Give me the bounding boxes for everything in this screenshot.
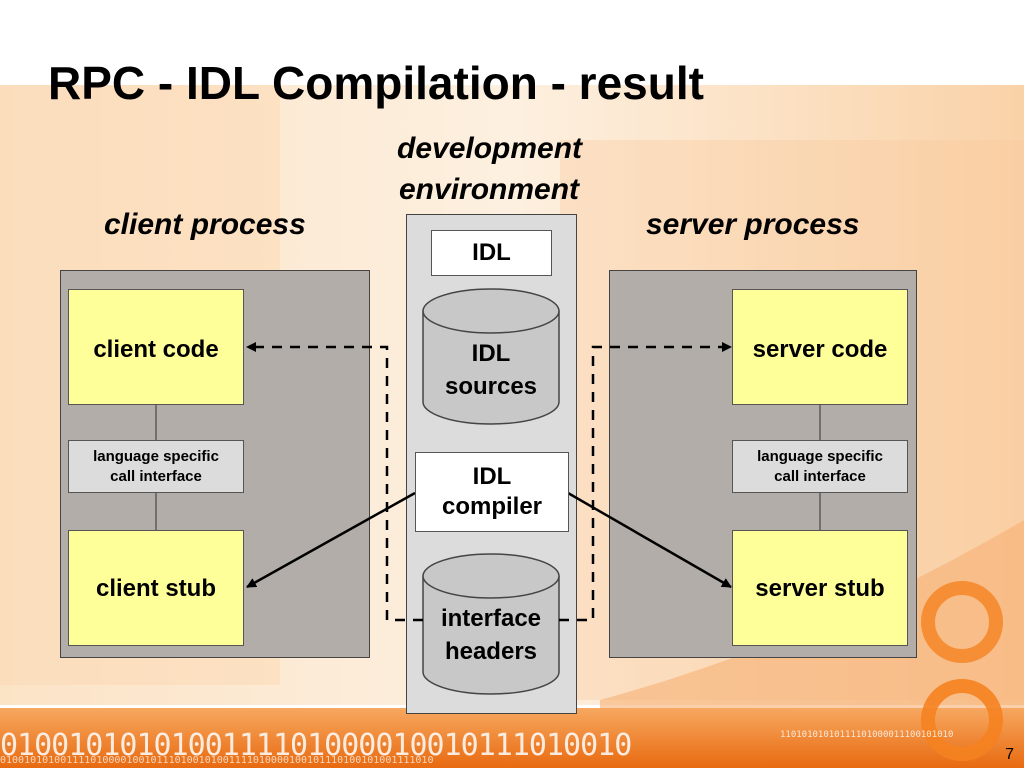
idl-label-text: IDL <box>472 239 511 266</box>
compiler-to-server-stub-arrow <box>567 491 732 589</box>
idl-sources-line2: sources <box>444 373 538 400</box>
client-stub-label: client stub <box>95 575 216 602</box>
client-code-box: client code <box>68 289 244 405</box>
client-process-header: client process <box>104 208 306 241</box>
interface-headers-cylinder <box>422 553 560 695</box>
binary-decoration-small-bottom: 0100101010011110100001001011101001010011… <box>0 755 434 766</box>
server-stub-box: server stub <box>732 530 908 646</box>
interface-headers-line2: headers <box>444 638 538 665</box>
idl-sources-label: IDL sources <box>423 335 559 405</box>
server-stub-label: server stub <box>755 575 885 602</box>
idl-compiler-line2: compiler <box>441 493 543 520</box>
dev-env-header-line2: environment <box>399 173 580 206</box>
client-stub-box: client stub <box>68 530 244 646</box>
idl-sources-line1: IDL <box>471 340 511 367</box>
server-call-interface-box: language specific call interface <box>732 440 908 493</box>
page-number: 7 <box>1005 746 1014 763</box>
compiler-to-client-stub-arrow <box>246 491 416 589</box>
idl-label-box: IDL <box>431 230 552 276</box>
binary-decoration-small-right: 11010101010111101000011100101010 <box>780 730 954 740</box>
server-include-dashed-arrow <box>559 342 732 622</box>
idl-compiler-line1: IDL <box>472 463 512 490</box>
idl-compiler-box: IDL compiler <box>415 452 569 532</box>
client-code-label: client code <box>93 336 219 363</box>
binary-decoration-large: 0100101010100111101000010010111010010 <box>0 728 632 763</box>
server-code-label: server code <box>752 336 888 363</box>
server-code-box: server code <box>732 289 908 405</box>
client-call-interface-line1: language specific <box>93 447 219 465</box>
interface-headers-label: interface headers <box>423 600 559 670</box>
slide-title: RPC - IDL Compilation - result <box>48 57 704 109</box>
client-call-interface-line2: call interface <box>110 467 202 485</box>
client-call-interface-box: language specific call interface <box>68 440 244 493</box>
client-include-dashed-arrow <box>246 342 423 622</box>
interface-headers-line1: interface <box>440 605 542 632</box>
server-call-interface-line1: language specific <box>757 447 883 465</box>
dev-env-header-line1: development <box>397 132 583 165</box>
idl-sources-cylinder <box>422 288 560 425</box>
server-call-interface-line2: call interface <box>774 467 866 485</box>
server-process-header: server process <box>646 208 860 241</box>
